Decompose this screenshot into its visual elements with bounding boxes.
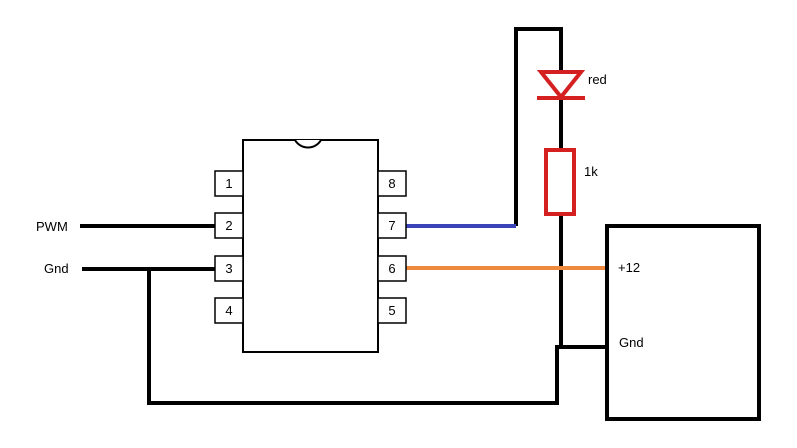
led-triangle <box>536 70 586 101</box>
pin-3-label: 3 <box>225 261 232 276</box>
led-feed-wire <box>514 27 563 226</box>
pin-8-box <box>377 170 407 197</box>
led-diode-icon <box>536 70 586 101</box>
led-label: red <box>588 72 607 87</box>
chip-notch <box>294 139 322 149</box>
pin-5-box <box>377 297 407 324</box>
right-pins: 8 7 6 5 <box>377 170 407 324</box>
pin-7-box <box>377 212 407 239</box>
pin-8-label: 8 <box>388 176 395 191</box>
pin-1-box <box>214 170 244 197</box>
pin-6-label: 6 <box>388 261 395 276</box>
chip-body <box>242 139 379 353</box>
pin-6-box <box>377 255 407 282</box>
resistor-label: 1k <box>584 164 598 179</box>
supply-plus12-label: +12 <box>618 260 640 275</box>
resistor-icon <box>544 148 576 216</box>
pwm-label: PWM <box>36 219 68 234</box>
black-wires <box>80 27 607 405</box>
pin-4-label: 4 <box>225 303 232 318</box>
dip-chip <box>242 139 379 353</box>
ground-return-wire <box>147 269 607 405</box>
pin-4-box <box>214 297 244 324</box>
pin-1-label: 1 <box>225 176 232 191</box>
gnd-input-label: Gnd <box>44 261 69 276</box>
pin-2-label: 2 <box>225 218 232 233</box>
supply-gnd-label: Gnd <box>619 335 644 350</box>
power-supply-box <box>605 224 761 421</box>
left-pins: 1 2 3 4 <box>214 170 244 324</box>
pin-5-label: 5 <box>388 303 395 318</box>
pin-2-box <box>214 212 244 239</box>
pin-3-box <box>214 255 244 282</box>
pin-7-label: 7 <box>388 218 395 233</box>
